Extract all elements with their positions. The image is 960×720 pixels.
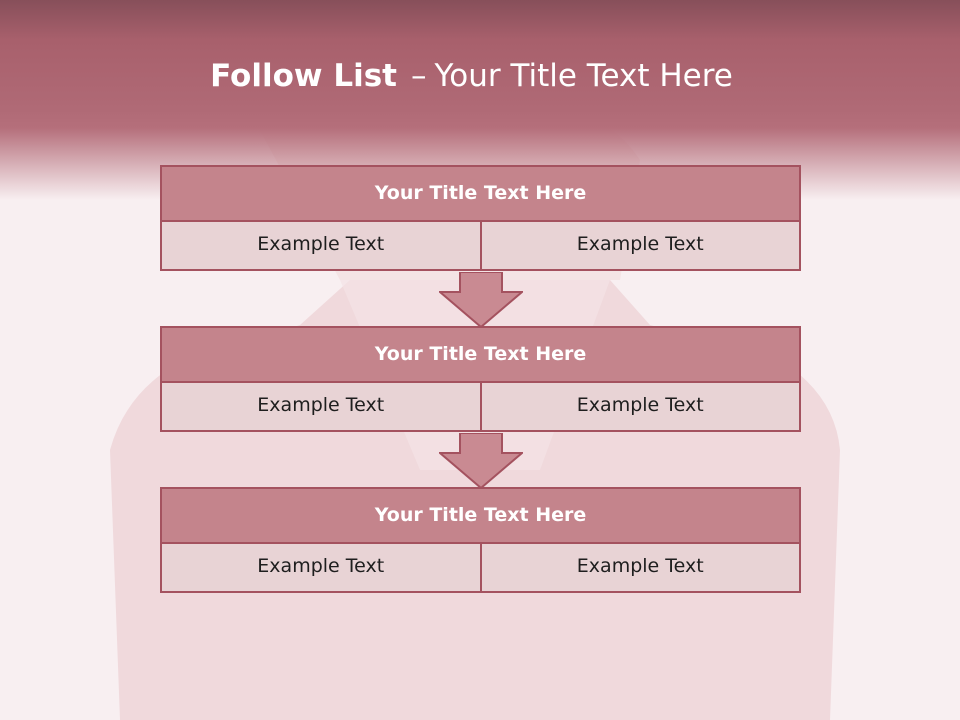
slide-title-bold: Follow List <box>210 58 397 94</box>
down-arrow-icon <box>439 272 523 328</box>
slide-title-rest: Your Title Text Here <box>434 58 733 94</box>
block-cell-left: Example Text <box>160 222 482 271</box>
block-row: Example Text Example Text <box>160 383 801 432</box>
list-block-3: Your Title Text Here Example Text Exampl… <box>160 487 801 593</box>
block-title: Your Title Text Here <box>160 487 801 544</box>
block-row: Example Text Example Text <box>160 222 801 271</box>
block-row: Example Text Example Text <box>160 544 801 593</box>
block-title: Your Title Text Here <box>160 326 801 383</box>
slide-title: Follow List–Your Title Text Here <box>0 52 943 100</box>
slide-title-separator: – <box>410 58 427 94</box>
block-cell-right: Example Text <box>481 222 801 271</box>
list-block-1: Your Title Text Here Example Text Exampl… <box>160 165 801 271</box>
block-cell-left: Example Text <box>160 544 482 593</box>
list-block-2: Your Title Text Here Example Text Exampl… <box>160 326 801 432</box>
block-title: Your Title Text Here <box>160 165 801 222</box>
block-cell-right: Example Text <box>481 544 801 593</box>
block-cell-right: Example Text <box>481 383 801 432</box>
block-cell-left: Example Text <box>160 383 482 432</box>
down-arrow-icon <box>439 433 523 489</box>
